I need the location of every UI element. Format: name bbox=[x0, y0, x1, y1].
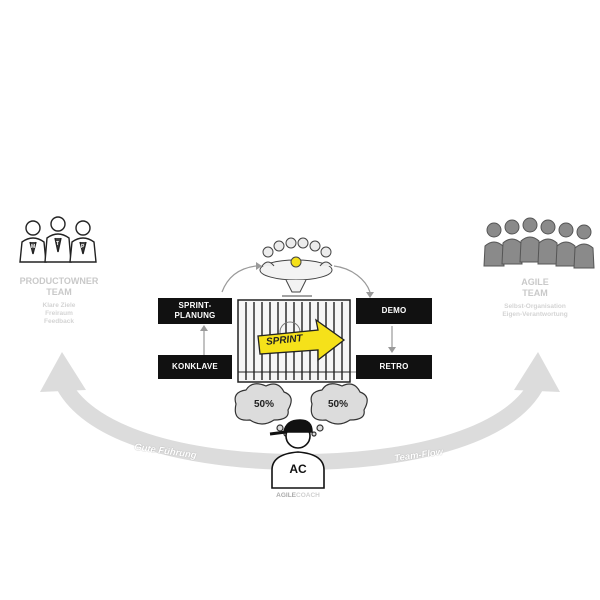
productowner-team-icon bbox=[19, 216, 97, 263]
sprint-planung-box: SPRINT- PLANUNG bbox=[158, 298, 232, 324]
bubble-left-value: 50% bbox=[253, 399, 274, 410]
productowner-item: Klare Ziele bbox=[42, 302, 76, 309]
agile-team-icon bbox=[483, 217, 595, 269]
badge-letter: P bbox=[81, 244, 85, 250]
productowner-item: Freiraum bbox=[45, 310, 73, 317]
right-arc bbox=[299, 378, 546, 470]
agile-title-line2: TEAM bbox=[522, 288, 548, 298]
productowner-team-title: PRODUCTOWNER TEAM bbox=[0, 276, 118, 298]
badge-letter: M bbox=[31, 244, 36, 250]
retro-label: RETRO bbox=[379, 362, 409, 371]
agile-item: Eigen-Verantwortung bbox=[502, 311, 568, 318]
bubble-right-value: 50% bbox=[327, 399, 348, 410]
coach-label-suffix: COACH bbox=[296, 492, 320, 499]
konklave-box: KONKLAVE bbox=[158, 355, 232, 379]
arrow-meeting-to-demo bbox=[333, 265, 371, 293]
agile-team-title: AGILE TEAM bbox=[470, 277, 600, 299]
meeting-group-icon bbox=[259, 237, 333, 297]
coach-label: AGILECOACH bbox=[258, 492, 338, 499]
sprint-board-icon bbox=[237, 299, 351, 383]
productowner-team-items: Klare Ziele Freiraum Feedback bbox=[0, 302, 118, 326]
left-arc bbox=[54, 378, 301, 470]
agile-coach-icon bbox=[269, 419, 325, 489]
coach-initials: AC bbox=[289, 462, 307, 476]
left-arc-arrowhead bbox=[40, 352, 86, 392]
productowner-title-line1: PRODUCTOWNER bbox=[19, 276, 99, 286]
meeting-yellow-figure bbox=[290, 256, 302, 268]
productowner-badges: M T P bbox=[24, 241, 104, 254]
sprint-planung-label: SPRINT- PLANUNG bbox=[174, 301, 216, 320]
productowner-item: Feedback bbox=[44, 318, 74, 325]
coach-label-prefix: AGILE bbox=[276, 492, 297, 499]
sprint-arrow-icon bbox=[257, 318, 346, 362]
right-arc-arrowhead bbox=[514, 352, 560, 392]
demo-box: DEMO bbox=[356, 298, 432, 324]
thought-cloud-right bbox=[310, 383, 368, 437]
productowner-title-line2: TEAM bbox=[46, 287, 72, 297]
agile-team-items: Selbst-Organisation Eigen-Verantwortung bbox=[470, 303, 600, 319]
thought-cloud-left bbox=[234, 383, 292, 437]
demo-label: DEMO bbox=[381, 306, 407, 315]
konklave-label: KONKLAVE bbox=[172, 362, 218, 371]
arrow-planung-to-meeting bbox=[221, 265, 257, 293]
badge-letter: T bbox=[56, 241, 60, 247]
agile-title-line1: AGILE bbox=[521, 277, 549, 287]
agile-item: Selbst-Organisation bbox=[504, 303, 566, 310]
retro-box: RETRO bbox=[356, 355, 432, 379]
